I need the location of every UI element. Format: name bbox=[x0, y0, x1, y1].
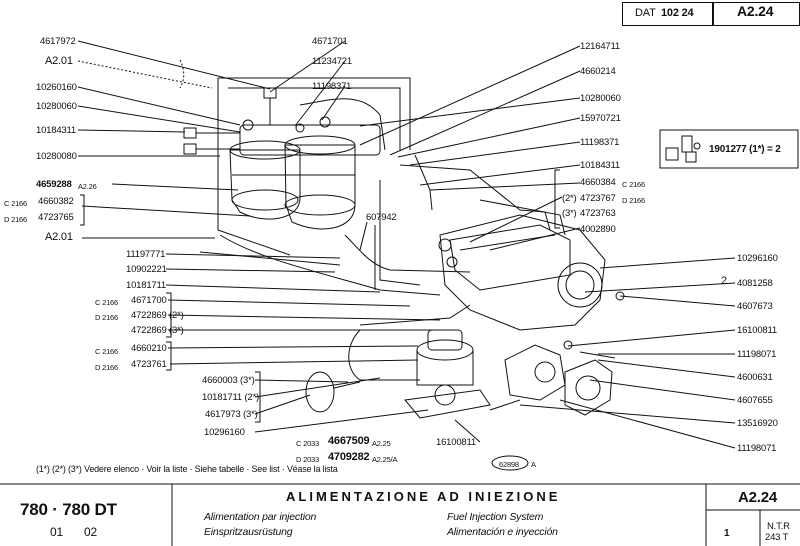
callout-10296160-left: 10296160 bbox=[204, 427, 245, 438]
callout-4002890: 4002890 bbox=[580, 224, 616, 235]
callout-4660384-model: C 2166 bbox=[622, 180, 645, 189]
callout-16100811-center: 16100811 bbox=[436, 437, 476, 448]
callout-4709282: 4709282 bbox=[328, 451, 370, 463]
header-dat-label: DAT bbox=[635, 7, 656, 19]
callout-a201: A2.01 bbox=[45, 55, 73, 67]
callout-12164711: 12164711 bbox=[580, 41, 620, 52]
callout-d2033-prefix: D 2033 bbox=[296, 455, 319, 464]
callout-4660003-3: 4660003 (3*) bbox=[202, 375, 255, 386]
callout-10184311: 10184311 bbox=[36, 125, 76, 136]
callout-4607673: 4607673 bbox=[737, 301, 773, 312]
callout-10181711: 10181711 bbox=[126, 280, 166, 291]
callout-10280060-right: 10280060 bbox=[580, 93, 621, 104]
callout-16100811-right: 16100811 bbox=[737, 325, 777, 336]
footer-title-es: Alimentación e inyección bbox=[447, 526, 558, 538]
footer-model: 780 · 780 DT bbox=[20, 500, 117, 519]
callout-c2166-prefix-2: C 2166 bbox=[95, 298, 118, 307]
footer-model-sub-1: 01 bbox=[50, 525, 63, 539]
footer-title-it: ALIMENTAZIONE AD INIEZIONE bbox=[286, 489, 561, 504]
callout-4600631: 4600631 bbox=[737, 372, 773, 383]
drawing-ref-suffix: A bbox=[531, 460, 536, 469]
callout-4660214: 4660214 bbox=[580, 66, 616, 77]
callout-4660384: 4660384 bbox=[580, 177, 616, 188]
callout-4617973-3: 4617973 (3*) bbox=[205, 409, 258, 420]
callout-4723761: 4723761 bbox=[131, 359, 167, 370]
callout-4081258: 4081258 bbox=[737, 278, 773, 289]
callout-4667509-ref: A2.25 bbox=[372, 439, 391, 448]
callout-11198371-right: 11198371 bbox=[580, 137, 620, 148]
callout-10296160-right: 10296160 bbox=[737, 253, 778, 264]
callout-d2166-prefix: D 2166 bbox=[4, 215, 27, 224]
callout-11197771: 11197771 bbox=[126, 249, 166, 260]
callout-4723767: 4723767 bbox=[580, 193, 616, 204]
callout-4671701: 4671701 bbox=[312, 36, 348, 47]
callout-4722869-3: 4722869 (3*) bbox=[131, 325, 184, 336]
callout-c2166-prefix: C 2166 bbox=[4, 199, 27, 208]
footer-title-de: Einspritzausrüstung bbox=[204, 526, 293, 538]
kit-box-label: 1901277 (1*) = 2 bbox=[709, 144, 781, 155]
footer-title-en: Fuel Injection System bbox=[447, 511, 544, 523]
callout-4723763-prefix: (3*) bbox=[562, 208, 577, 219]
callout-4671700: 4671700 bbox=[131, 295, 167, 306]
callout-4722869-2: 4722869 (2*) bbox=[131, 310, 184, 321]
callout-a201-b: A2.01 bbox=[45, 231, 73, 243]
footer-model-sub-2: 02 bbox=[84, 525, 97, 539]
callout-10184311-right: 10184311 bbox=[580, 160, 620, 171]
callout-d2166-prefix-2: D 2166 bbox=[95, 313, 118, 322]
drawing-ref-number: 62898 bbox=[499, 460, 519, 469]
callout-11198071-b: 11198071 bbox=[737, 443, 777, 454]
footer-ntr: N.T.R bbox=[767, 521, 790, 532]
callout-11234721: 11234721 bbox=[312, 56, 352, 67]
callout-4723767-prefix: (2*) bbox=[562, 193, 577, 204]
header-dat-box bbox=[622, 2, 714, 26]
callout-d2166-prefix-3: D 2166 bbox=[95, 363, 118, 372]
callout-4607655: 4607655 bbox=[737, 395, 773, 406]
callout-10902221: 10902221 bbox=[126, 264, 167, 275]
footer-title-fr: Alimentation par injection bbox=[204, 511, 317, 523]
footer-ref: A2.24 bbox=[738, 489, 778, 506]
callout-c2033-prefix: C 2033 bbox=[296, 439, 319, 448]
callout-607942: 607942 bbox=[366, 212, 397, 223]
callout-4660382: 4660382 bbox=[38, 196, 74, 207]
callout-10260160: 10260160 bbox=[36, 82, 77, 93]
callout-13516920: 13516920 bbox=[737, 418, 778, 429]
footer-page: 1 bbox=[724, 528, 730, 539]
footer-ntr-num: 243 T bbox=[765, 532, 789, 543]
callout-15970721: 15970721 bbox=[580, 113, 621, 124]
footnote-see-list: (1*) (2*) (3*) Vedere elenco · Voir la l… bbox=[36, 464, 338, 474]
callout-11198071-a: 11198071 bbox=[737, 349, 777, 360]
callout-4081258-prefix: 2 bbox=[721, 275, 727, 287]
callout-10280080: 10280080 bbox=[36, 151, 77, 162]
callout-4723765: 4723765 bbox=[38, 212, 74, 223]
header-dat-number: 102 24 bbox=[661, 7, 694, 19]
callout-4659288-ref: A2.26 bbox=[78, 182, 97, 191]
callout-4660210: 4660210 bbox=[131, 343, 167, 354]
callout-4723763: 4723763 bbox=[580, 208, 616, 219]
callout-10181711-2: 10181711 (2*) bbox=[202, 392, 259, 403]
callout-11198371-top: 11198371 bbox=[312, 81, 352, 92]
callout-4617972: 4617972 bbox=[40, 36, 76, 47]
header-ref: A2.24 bbox=[737, 3, 774, 19]
callout-c2166-prefix-3: C 2166 bbox=[95, 347, 118, 356]
callout-4723767-model: D 2166 bbox=[622, 196, 645, 205]
callout-4709282-ref: A2.25/A bbox=[372, 455, 398, 464]
callout-4667509: 4667509 bbox=[328, 435, 370, 447]
callout-10280060: 10280060 bbox=[36, 101, 77, 112]
callout-4659288: 4659288 bbox=[36, 179, 72, 190]
